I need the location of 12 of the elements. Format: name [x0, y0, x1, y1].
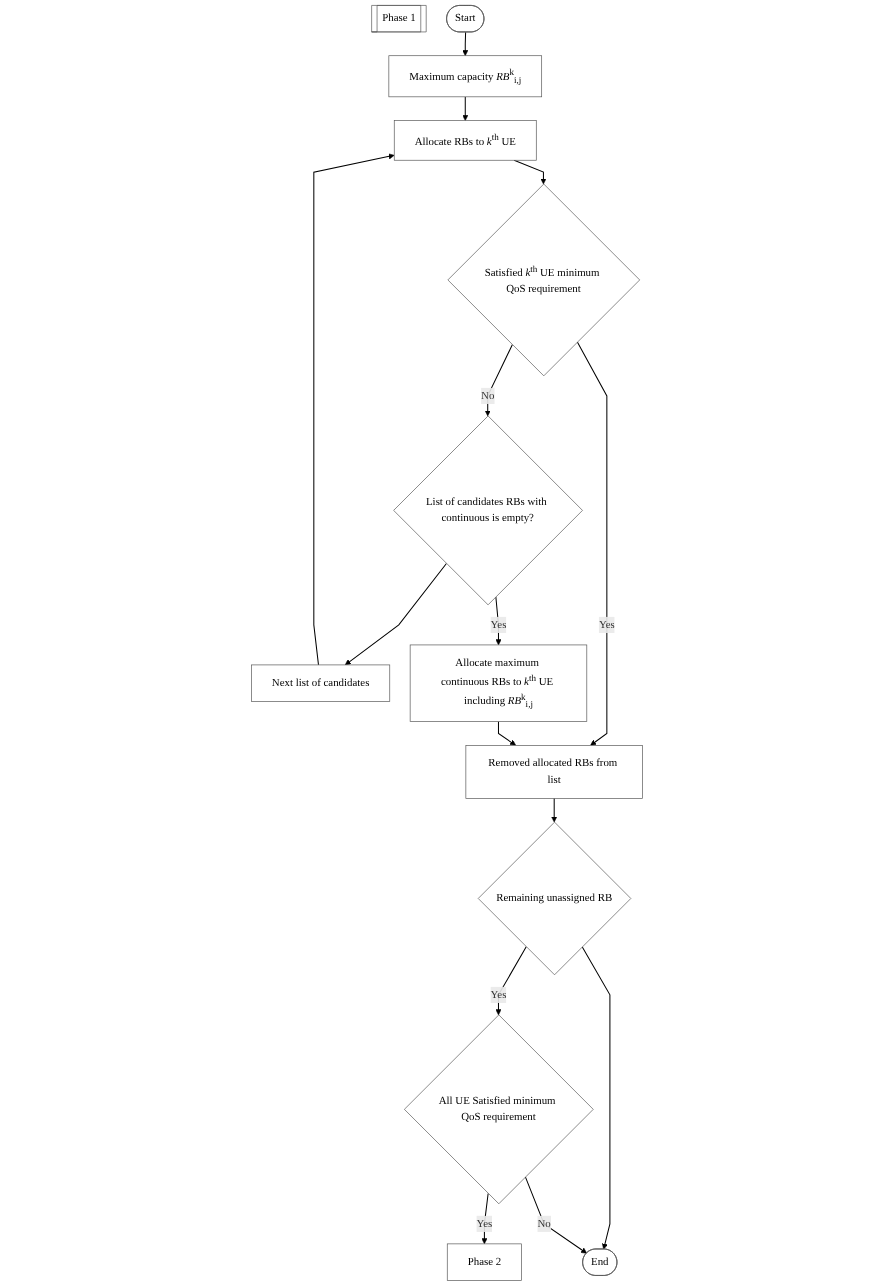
arrow — [551, 797, 558, 823]
arrow — [495, 946, 527, 1016]
arrow — [462, 96, 469, 121]
arrow — [462, 31, 469, 56]
arrow — [484, 344, 513, 417]
arrow — [513, 159, 547, 185]
arrow — [497, 721, 516, 746]
arrow — [344, 563, 447, 666]
arrow — [576, 341, 608, 746]
arrow — [581, 946, 611, 1250]
arrow — [313, 153, 395, 666]
arrow — [524, 1176, 587, 1254]
